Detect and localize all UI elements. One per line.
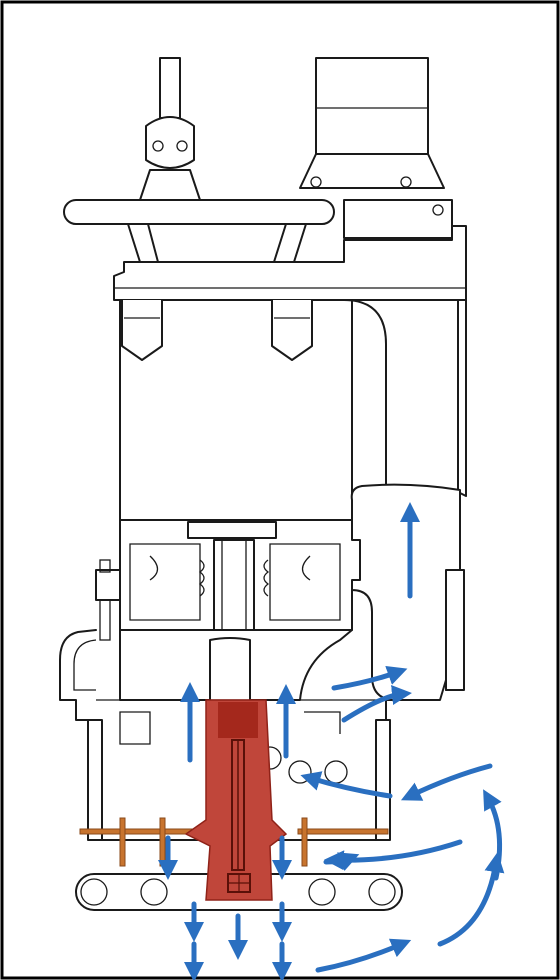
flow-arrow [331, 665, 408, 691]
impeller [184, 699, 288, 901]
flow-arrow [324, 839, 463, 871]
flow-arrows [158, 502, 505, 980]
flow-arrow [341, 685, 412, 723]
pump-casing [59, 629, 397, 841]
flow-arrow [323, 852, 360, 871]
flow-arrow [400, 763, 493, 801]
motor-housing [113, 225, 467, 521]
discharge-outlet [350, 483, 465, 701]
seal-chamber [95, 519, 361, 641]
flow-arrow [315, 938, 412, 973]
flow-arrow [300, 771, 393, 799]
cable-entry [139, 57, 201, 201]
junction-box [299, 57, 453, 239]
flow-arrow [437, 852, 505, 947]
lifting-handle [63, 199, 335, 263]
